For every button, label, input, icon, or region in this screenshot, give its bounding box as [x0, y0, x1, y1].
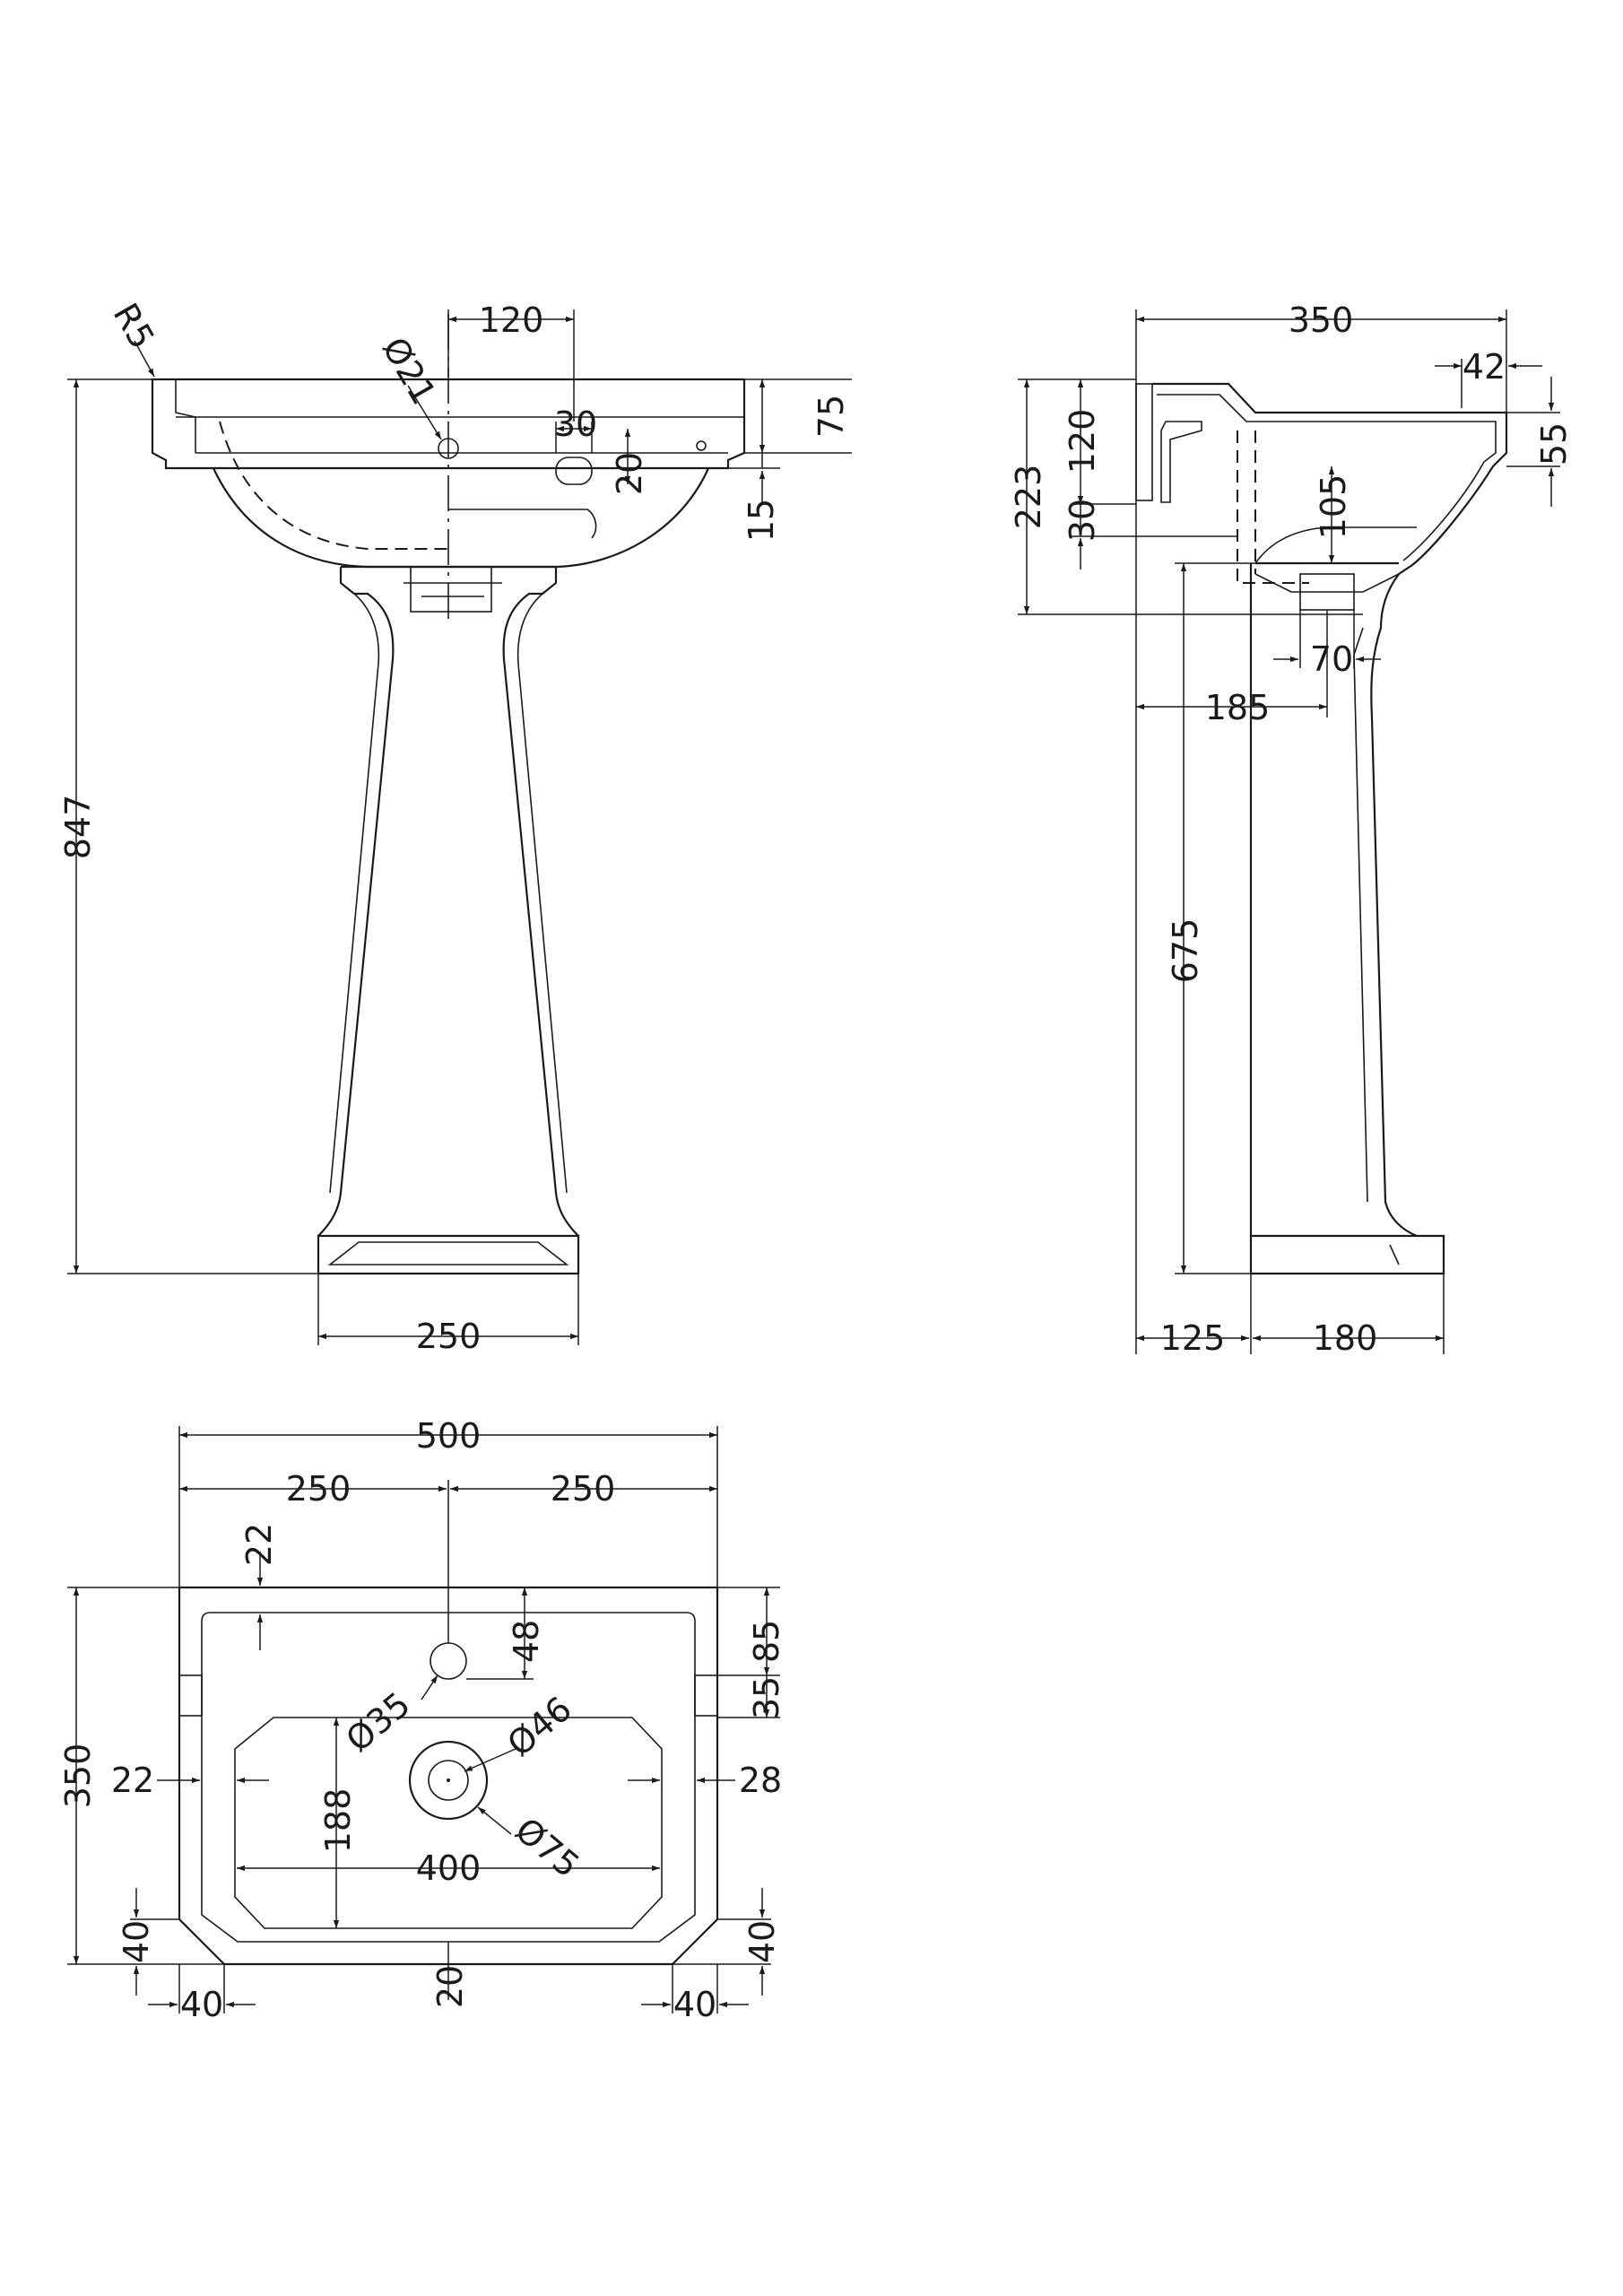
dim-chamfer-h-right: 40 [673, 1985, 716, 2024]
dim-plan-half-left: 250 [286, 1469, 352, 1509]
pedestal-outline [317, 565, 580, 1275]
plan-dimensions: 500 250 250 22 48 85 35 Ø35 [58, 1416, 786, 2024]
dim-overflow-width: 30 [554, 404, 597, 444]
dim-pedestal-height: 675 [1166, 918, 1205, 984]
dim-splash-step: 30 [1063, 499, 1102, 542]
dim-side-depth: 350 [1289, 300, 1354, 340]
dim-side-margin-left: 22 [111, 1761, 154, 1800]
dim-base-depth: 180 [1313, 1318, 1378, 1358]
tap-hole-plan-icon [430, 1642, 467, 1680]
side-dimensions: 350 42 55 223 120 30 [1009, 300, 1574, 1358]
dim-splash-height: 120 [1063, 409, 1102, 474]
dim-plan-bowl-width: 400 [416, 1848, 482, 1888]
dim-radius: R5 [106, 297, 162, 356]
dim-total-height: 847 [58, 795, 98, 860]
dim-front-margin: 20 [430, 1965, 470, 2008]
dim-basin-height: 223 [1009, 465, 1048, 530]
dim-front-drop: 55 [1534, 422, 1574, 465]
dim-rim-step: 15 [742, 499, 781, 542]
dim-plan-right-mid: 35 [747, 1676, 786, 1719]
dim-plan-right-top: 85 [747, 1620, 786, 1663]
dim-waste-inner-dia: Ø46 [500, 1689, 579, 1764]
dim-tap-hole-dia: Ø21 [375, 331, 444, 412]
dim-chamfer-h-left: 40 [180, 1985, 223, 2024]
dim-overflow-height: 20 [610, 452, 649, 495]
dim-plan-width: 500 [416, 1416, 482, 1456]
dim-rim-height: 75 [812, 395, 851, 438]
side-view: 350 42 55 223 120 30 [1009, 300, 1574, 1358]
dim-bowl-depth-side: 105 [1314, 474, 1353, 540]
dim-chamfer-v-right: 40 [742, 1920, 782, 1963]
dim-chamfer-v-left: 40 [117, 1920, 156, 1963]
waste-inner-icon [428, 1760, 469, 1801]
dim-waste-offset: 185 [1205, 688, 1271, 727]
plan-view: 500 250 250 22 48 85 35 Ø35 [58, 1416, 786, 2024]
dim-plan-depth: 350 [58, 1744, 98, 1809]
dim-waste-outer-dia: Ø75 [508, 1810, 586, 1885]
dim-back-lip: 42 [1462, 347, 1506, 387]
dim-wall-gap: 125 [1160, 1318, 1226, 1358]
basin-profile [1135, 382, 1508, 629]
front-dimensions: 120 30 20 75 15 R5 Ø21 [58, 297, 852, 1356]
waste-outer-icon [408, 1740, 489, 1821]
dim-tap-dia: Ø35 [339, 1684, 418, 1760]
dim-plan-top-margin: 22 [239, 1523, 279, 1566]
dim-plan-bowl-depth: 188 [318, 1788, 358, 1854]
front-view: 120 30 20 75 15 R5 Ø21 [58, 297, 852, 1356]
dim-tap-hole-offset: 48 [507, 1620, 546, 1663]
dim-base-width: 250 [416, 1317, 482, 1356]
dim-waste-width: 70 [1310, 639, 1353, 679]
dim-plan-half-right: 250 [551, 1469, 616, 1509]
dim-side-margin-right: 28 [739, 1761, 782, 1800]
dim-tap-offset: 120 [479, 300, 544, 340]
